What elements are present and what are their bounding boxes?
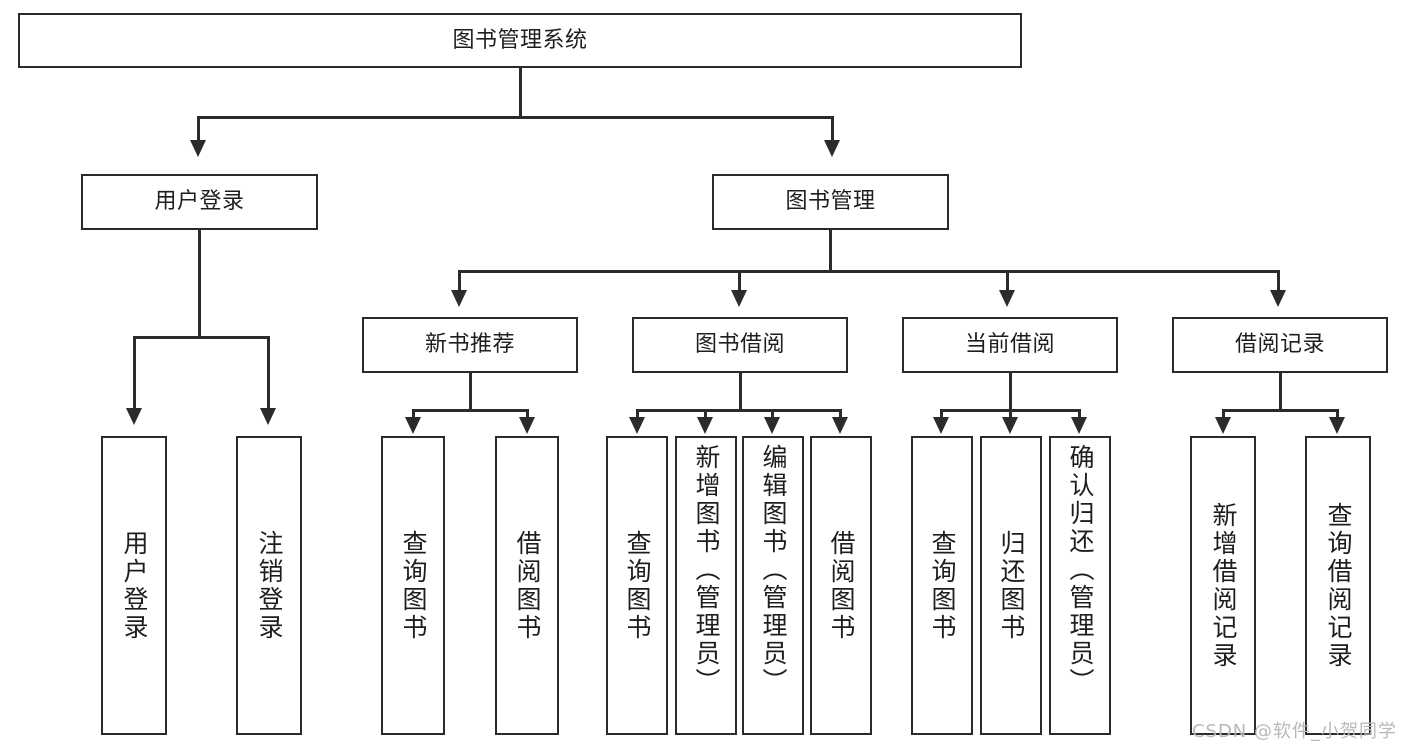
node-label: 当前借阅	[964, 332, 1055, 358]
connector-bb-to-leaf-3	[839, 409, 842, 423]
node-label: 查询图书	[399, 529, 428, 642]
connector-nbr-to-leaf-0	[412, 409, 415, 423]
node-user-login[interactable]: 用户登录	[81, 174, 318, 230]
leaf-br-add-record[interactable]: 新增借阅记录	[1190, 436, 1256, 735]
connector-br-stem	[1279, 373, 1282, 411]
node-label: 用户登录	[154, 189, 245, 215]
arrow-bb-to-leaf-2	[764, 417, 780, 434]
node-label: 用户登录	[120, 529, 149, 642]
connector-user-login-bus	[133, 336, 270, 339]
connector-br-to-leaf-0	[1222, 409, 1225, 423]
connector-root-stem	[519, 68, 522, 117]
arrow-bm-to-new-book	[451, 290, 467, 307]
connector-cb-to-leaf-0	[940, 409, 943, 423]
node-label: 新增图书（管理员）	[692, 444, 721, 696]
leaf-bb-edit-book-admin[interactable]: 编辑图书（管理员）	[742, 436, 804, 735]
node-label: 确认归还（管理员）	[1066, 444, 1095, 696]
connector-br-to-leaf-1	[1336, 409, 1339, 423]
connector-root-bus	[197, 116, 834, 119]
node-borrow-record[interactable]: 借阅记录	[1172, 317, 1388, 373]
leaf-user-login-login[interactable]: 用户登录	[101, 436, 167, 735]
leaf-user-login-logout[interactable]: 注销登录	[236, 436, 302, 735]
leaf-cb-confirm-return-admin[interactable]: 确认归还（管理员）	[1049, 436, 1111, 735]
connector-bb-bus	[636, 409, 839, 412]
node-label: 借阅图书	[513, 529, 542, 642]
arrow-br-to-leaf-1	[1329, 417, 1345, 434]
connector-br-bus	[1222, 409, 1339, 412]
connector-user-login-to-leaf-1	[267, 336, 270, 412]
node-label: 查询借阅记录	[1324, 501, 1353, 670]
node-book-management[interactable]: 图书管理	[712, 174, 949, 230]
node-label: 借阅记录	[1234, 332, 1325, 358]
arrow-bb-to-leaf-3	[832, 417, 848, 434]
connector-bb-to-leaf-1	[704, 409, 707, 423]
node-label: 图书管理系统	[452, 27, 588, 53]
connector-book-management-stem	[829, 230, 832, 272]
leaf-bb-query-book[interactable]: 查询图书	[606, 436, 668, 735]
arrow-bm-to-current-borrow	[999, 290, 1015, 307]
connector-bm-to-current-borrow	[1006, 270, 1009, 294]
connector-bb-stem	[739, 373, 742, 411]
connector-book-management-bus	[458, 270, 1280, 273]
node-book-borrow[interactable]: 图书借阅	[632, 317, 848, 373]
arrow-root-to-user-login	[190, 140, 206, 157]
connector-user-login-stem	[198, 230, 201, 338]
connector-root-to-user-login	[197, 116, 200, 144]
leaf-br-query-record[interactable]: 查询借阅记录	[1305, 436, 1371, 735]
leaf-nbr-borrow-book[interactable]: 借阅图书	[495, 436, 559, 735]
arrow-user-login-to-leaf-0	[126, 408, 142, 425]
node-label: 注销登录	[255, 529, 284, 642]
node-label: 图书借阅	[694, 332, 785, 358]
arrow-bm-to-borrow-record	[1270, 290, 1286, 307]
node-label: 查询图书	[623, 529, 652, 642]
arrow-nbr-to-leaf-1	[519, 417, 535, 434]
node-root-book-management-system[interactable]: 图书管理系统	[18, 13, 1022, 68]
connector-bm-to-borrow-record	[1277, 270, 1280, 294]
arrow-nbr-to-leaf-0	[405, 417, 421, 434]
connector-bb-to-leaf-2	[771, 409, 774, 423]
node-label: 图书管理	[785, 189, 876, 215]
leaf-bb-borrow-book[interactable]: 借阅图书	[810, 436, 872, 735]
arrow-bb-to-leaf-0	[629, 417, 645, 434]
node-label: 归还图书	[997, 529, 1026, 642]
arrow-user-login-to-leaf-1	[260, 408, 276, 425]
node-current-borrow[interactable]: 当前借阅	[902, 317, 1118, 373]
arrow-cb-to-leaf-0	[933, 417, 949, 434]
leaf-bb-add-book-admin[interactable]: 新增图书（管理员）	[675, 436, 737, 735]
connector-cb-stem	[1009, 373, 1012, 411]
connector-bb-to-leaf-0	[636, 409, 639, 423]
arrow-cb-to-leaf-1	[1002, 417, 1018, 434]
arrow-bm-to-book-borrow	[731, 290, 747, 307]
leaf-nbr-query-book[interactable]: 查询图书	[381, 436, 445, 735]
leaf-cb-return-book[interactable]: 归还图书	[980, 436, 1042, 735]
connector-root-to-book-management	[831, 116, 834, 144]
node-label: 新书推荐	[424, 332, 515, 358]
connector-nbr-to-leaf-1	[526, 409, 529, 423]
connector-nbr-stem	[469, 373, 472, 411]
arrow-cb-to-leaf-2	[1071, 417, 1087, 434]
connector-user-login-to-leaf-0	[133, 336, 136, 412]
node-label: 新增借阅记录	[1209, 501, 1238, 670]
node-label: 查询图书	[928, 529, 957, 642]
node-label: 编辑图书（管理员）	[759, 444, 788, 696]
leaf-cb-query-book[interactable]: 查询图书	[911, 436, 973, 735]
arrow-br-to-leaf-0	[1215, 417, 1231, 434]
connector-cb-to-leaf-2	[1078, 409, 1081, 423]
node-label: 借阅图书	[827, 529, 856, 642]
node-new-book-recommend[interactable]: 新书推荐	[362, 317, 578, 373]
connector-nbr-bus	[412, 409, 529, 412]
arrow-root-to-book-management	[824, 140, 840, 157]
connector-bm-to-book-borrow	[738, 270, 741, 294]
connector-bm-to-new-book	[458, 270, 461, 294]
connector-cb-to-leaf-1	[1009, 409, 1012, 423]
arrow-bb-to-leaf-1	[697, 417, 713, 434]
